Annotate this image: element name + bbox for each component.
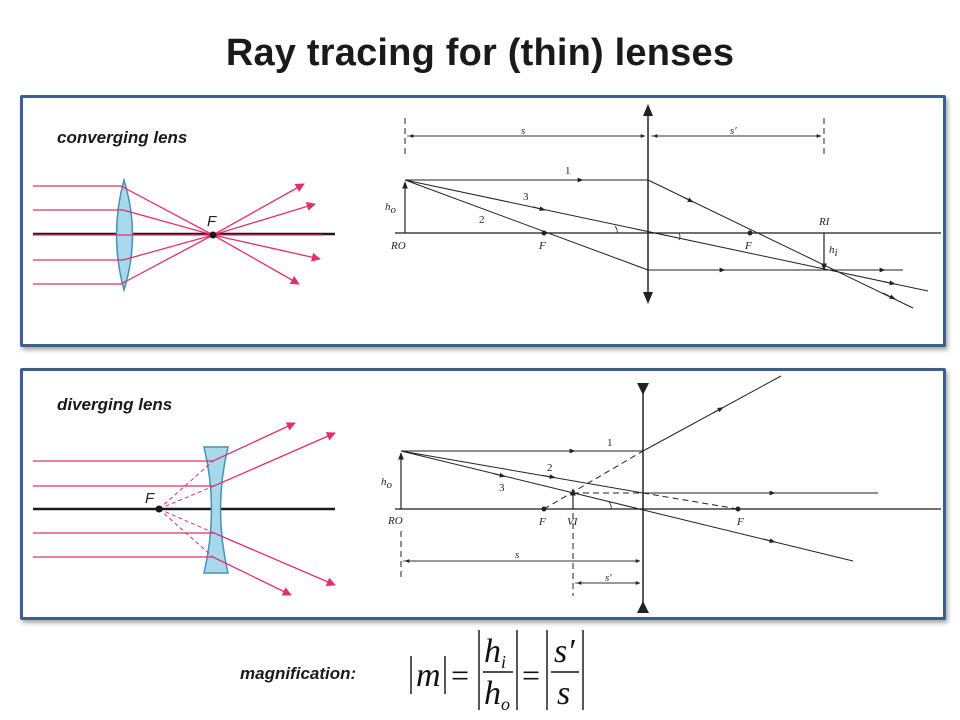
ray-3-label: 3 <box>499 482 505 494</box>
lens-top-arrowhead <box>637 383 649 395</box>
diverging-ray-diagram: ho RO VI F F 1 <box>381 375 941 613</box>
diverging-lens-label: diverging lens <box>57 395 173 414</box>
sketch-focal-label: F <box>145 490 155 507</box>
ray-2-virtual-extension <box>642 492 739 510</box>
ray-3-label: 3 <box>523 191 529 203</box>
object-height-label: ho <box>385 201 397 216</box>
ray-2-label: 2 <box>479 214 485 226</box>
ray-1 <box>405 177 914 309</box>
real-object-label: RO <box>387 515 403 527</box>
ray-1 <box>401 375 782 454</box>
real-object-label: RO <box>390 240 406 252</box>
sketch-focal-point <box>209 231 217 239</box>
diverging-diagram: F ho RO VI F F <box>33 375 941 613</box>
ray-3 <box>404 179 929 292</box>
converging-lens-panel: converging lens F <box>20 95 946 347</box>
formula-m: m <box>416 657 441 694</box>
real-image-label: RI <box>818 216 831 228</box>
image-height-label: hi <box>829 244 838 259</box>
focal-point-right <box>747 230 753 236</box>
distance-s-label: s <box>521 125 525 137</box>
magnification-label: magnification: <box>240 664 357 683</box>
converging-ray-diagram: s s′ ho RO hi RI F F 1 <box>385 104 941 309</box>
ray-1-label: 1 <box>565 165 571 177</box>
lens-top-arrowhead <box>643 104 653 116</box>
ray-2 <box>400 450 878 496</box>
converging-diagram: F s s′ ho RO hi RI <box>33 104 941 309</box>
focal-left-label: F <box>538 516 546 528</box>
distance-s-prime-label: s′ <box>730 125 737 137</box>
converging-sketch: F <box>33 177 335 293</box>
ray-2-label: 2 <box>547 462 553 474</box>
diverging-sketch: F <box>33 422 336 596</box>
formula-equals-1: = <box>451 657 469 693</box>
distance-s-prime-label: s′ <box>605 572 612 584</box>
sketch-virtual-rays <box>158 460 215 558</box>
formula-h-o: ho <box>484 675 510 714</box>
focal-right-label: F <box>744 240 752 252</box>
focal-right-label: F <box>736 516 744 528</box>
formula-s-prime: s′ <box>554 633 575 670</box>
focal-left-label: F <box>538 240 546 252</box>
virtual-image-label: VI <box>567 516 579 528</box>
formula-equals-2: = <box>522 657 540 693</box>
distance-s-label: s <box>515 549 519 561</box>
lens-bottom-arrowhead <box>637 601 649 613</box>
ray-1-label: 1 <box>607 437 613 449</box>
lens-bottom-arrowhead <box>643 292 653 304</box>
ray-3 <box>400 450 854 562</box>
page-title: Ray tracing for (thin) lenses <box>225 32 735 74</box>
formula-s: s <box>557 675 570 712</box>
ray-2 <box>404 179 903 273</box>
diverging-lens-panel: diverging lens <box>20 368 946 620</box>
ray-1-virtual-extension <box>543 450 644 510</box>
object-height-label: ho <box>381 476 393 491</box>
magnification-formula: m = hi ho = s′ s <box>410 630 584 714</box>
sketch-focal-label: F <box>207 213 217 230</box>
formula-h-i: hi <box>484 633 506 672</box>
sketch-focal-point <box>155 505 163 513</box>
sketch-rays <box>33 183 323 285</box>
converging-lens-label: converging lens <box>57 128 188 147</box>
focal-point-right <box>735 506 741 512</box>
diverging-lens-shape <box>203 446 229 574</box>
